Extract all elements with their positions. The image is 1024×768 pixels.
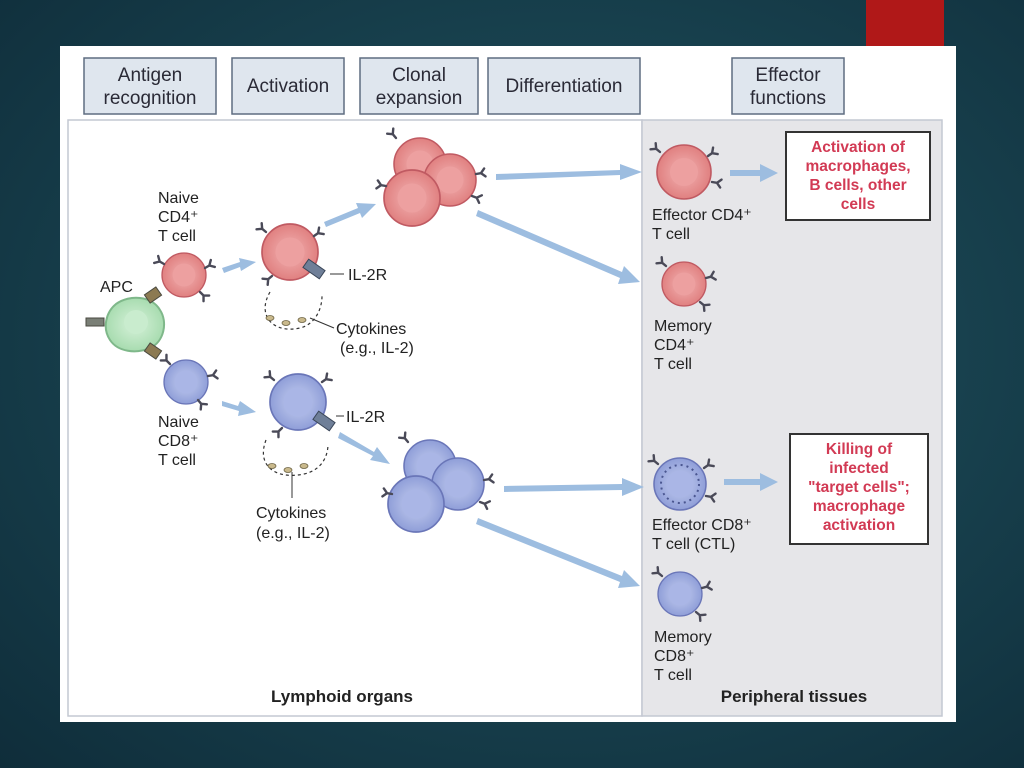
peripheral-tissues-label: Peripheral tissues — [721, 687, 867, 706]
naive-cd8-label-2: CD8⁺ — [158, 433, 198, 450]
cytokine-loop-cd8 — [262, 439, 329, 476]
stage-effector-line-1: Effector — [755, 65, 821, 86]
cytokine-icon — [265, 315, 307, 326]
t-cell-activation-diagram: Antigen recognition Activation Clonal ex… — [67, 57, 943, 717]
activated-cd4-cell — [257, 223, 326, 285]
flow-arrow-icon — [222, 258, 256, 273]
effector-cd4-label-1: Effector CD4⁺ — [652, 207, 752, 224]
cd4-outcome-line-4: cells — [841, 196, 875, 213]
stage-antigen-line-2: recognition — [104, 88, 197, 109]
memory-cd4-label-2: CD4⁺ — [654, 337, 694, 354]
naive-cd8-label-1: Naive — [158, 414, 199, 431]
stage-activation-label: Activation — [247, 76, 329, 97]
slide-card: Antigen recognition Activation Clonal ex… — [60, 46, 956, 722]
flow-arrow-icon — [324, 203, 376, 227]
stage-effector-functions: Effector functions — [731, 57, 845, 115]
naive-cd4-label-1: Naive — [158, 190, 199, 207]
cd4-outcome-line-1: Activation of — [811, 139, 906, 156]
stage-effector-line-2: functions — [750, 88, 826, 109]
naive-cd4-label-2: CD4⁺ — [158, 209, 198, 226]
cytokines-cd8-label-2: (e.g., IL-2) — [256, 525, 330, 542]
flow-arrow-icon — [338, 432, 390, 464]
cd8-outcome-line-2: infected — [829, 460, 888, 477]
stage-clonal-expansion: Clonal expansion — [359, 57, 479, 115]
stage-differentiation-label: Differentiation — [506, 76, 623, 97]
stage-clonal-line-2: expansion — [376, 88, 463, 109]
cd8-outcome-line-5: activation — [823, 517, 895, 534]
flow-arrow-icon — [496, 164, 642, 180]
cytokine-loop-cd4 — [264, 291, 323, 330]
flow-arrow-icon — [724, 473, 778, 491]
accent-bar — [866, 0, 944, 46]
flow-arrow-icon — [730, 164, 778, 182]
il2r-cd8-label: IL-2R — [346, 409, 385, 426]
cd4-outcome-box: Activation of macrophages, B cells, othe… — [785, 131, 931, 221]
cytokines-cd4-label-2: (e.g., IL-2) — [340, 340, 414, 357]
stage-differentiation: Differentiation — [487, 57, 641, 115]
effector-cd4-label-2: T cell — [652, 226, 690, 243]
lymphoid-region — [67, 119, 643, 717]
lymphoid-organs-label: Lymphoid organs — [271, 687, 413, 706]
cytokines-cd4-label-1: Cytokines — [336, 321, 406, 338]
flow-arrow-icon — [476, 518, 640, 588]
cd8-outcome-line-4: macrophage — [813, 498, 906, 515]
stage-antigen-line-1: Antigen — [118, 65, 182, 86]
memory-cd8-label-1: Memory — [654, 629, 712, 646]
flow-arrow-icon — [476, 210, 640, 284]
memory-cd8-label-3: T cell — [654, 667, 692, 684]
effector-cd8-label-1: Effector CD8⁺ — [652, 517, 752, 534]
apc-cell-icon — [85, 286, 166, 360]
il2r-cd4-label: IL-2R — [348, 267, 387, 284]
cd4-outcome-line-2: macrophages, — [805, 158, 910, 175]
cd4-outcome-line-3: B cells, other — [809, 177, 906, 194]
naive-cd8-label-3: T cell — [158, 452, 196, 469]
flow-arrow-icon — [222, 401, 256, 416]
memory-cd8-label-2: CD8⁺ — [654, 648, 694, 665]
cytokines-cd8-label-1: Cytokines — [256, 505, 326, 522]
cd8-outcome-line-1: Killing of — [826, 441, 893, 458]
cytokine-icon — [267, 463, 309, 473]
apc-label: APC — [100, 279, 133, 296]
memory-cd4-label-3: T cell — [654, 356, 692, 373]
stage-activation: Activation — [231, 57, 345, 115]
stage-antigen-recognition: Antigen recognition — [83, 57, 217, 115]
effector-cd8-label-2: T cell (CTL) — [652, 536, 735, 553]
cd8-outcome-line-3: "target cells"; — [808, 479, 910, 496]
cd8-outcome-box: Killing of infected "target cells"; macr… — [789, 433, 929, 545]
flow-arrow-icon — [504, 478, 644, 496]
stage-clonal-line-1: Clonal — [392, 65, 446, 86]
activated-cd8-cell — [265, 371, 336, 437]
naive-cd4-label-3: T cell — [158, 228, 196, 245]
memory-cd4-label-1: Memory — [654, 318, 712, 335]
effector-cd8-cell — [649, 455, 716, 510]
